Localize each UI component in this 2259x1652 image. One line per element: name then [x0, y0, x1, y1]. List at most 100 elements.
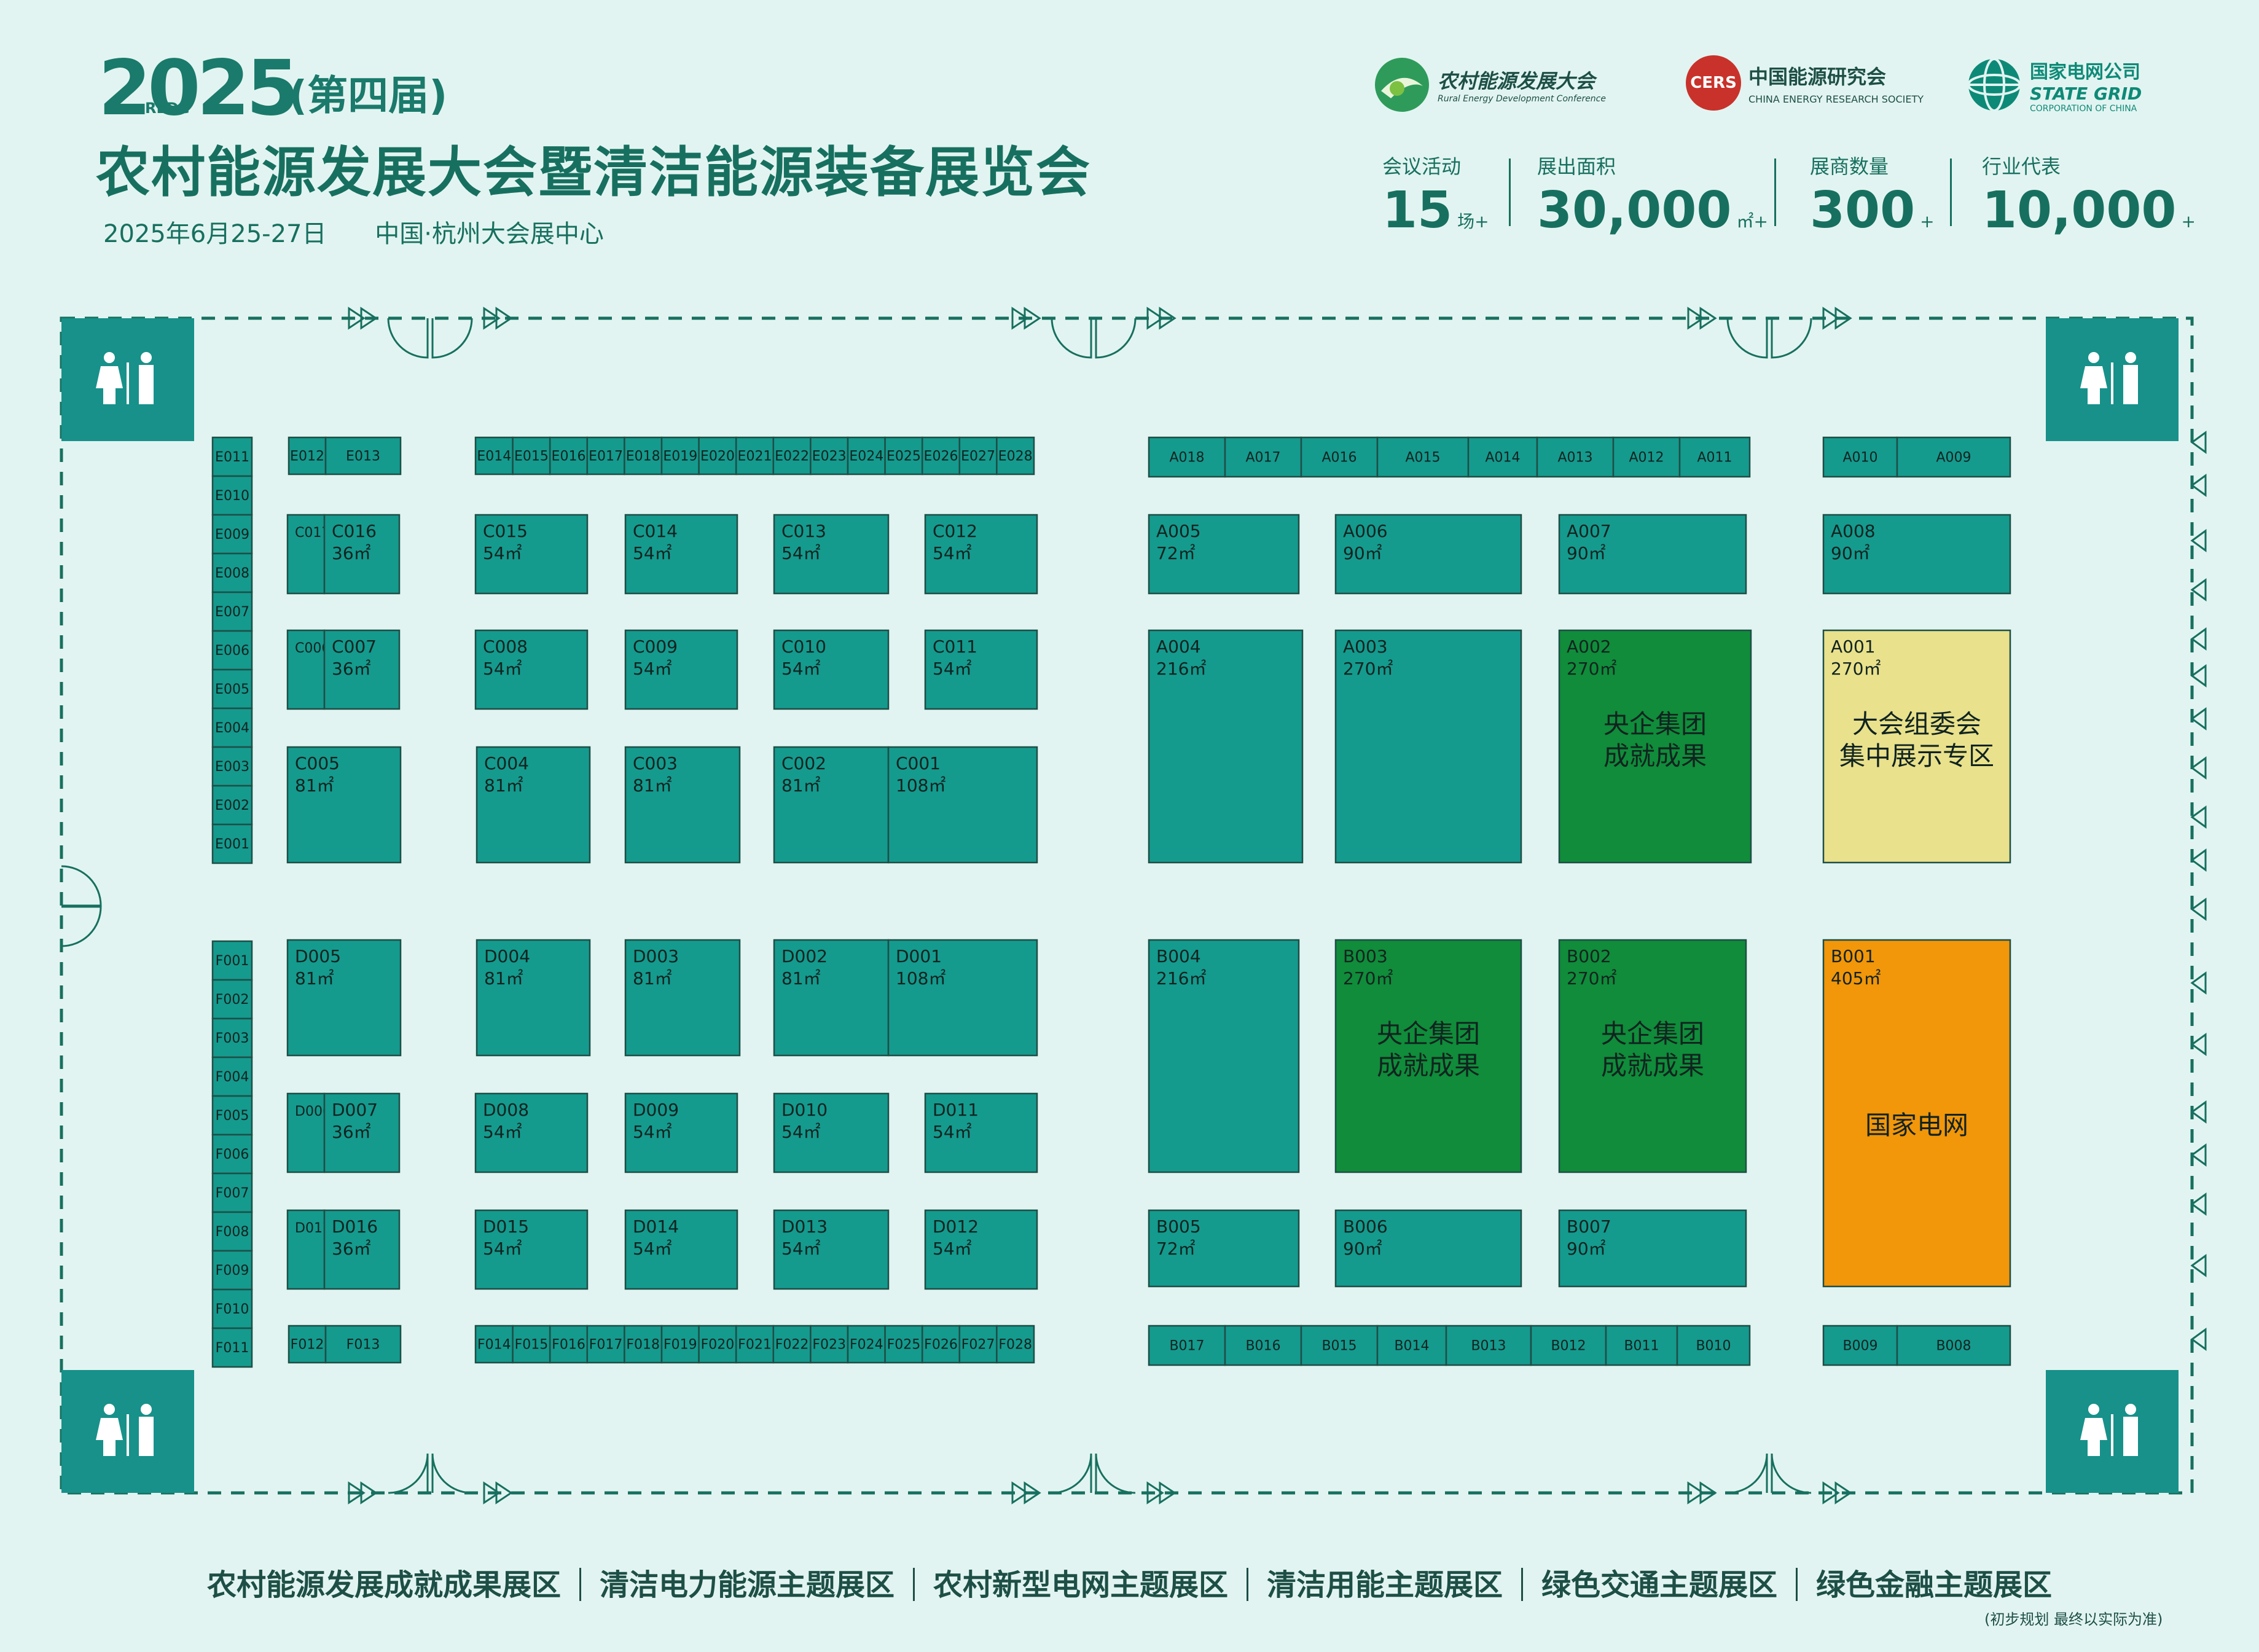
booth-a017[interactable]: A017 [1224, 436, 1302, 478]
booth-e012[interactable]: E012 [288, 436, 327, 476]
booth-e011[interactable]: E011 [211, 436, 253, 477]
booth-e020[interactable]: E020 [698, 436, 737, 476]
booth-b015[interactable]: B015 [1300, 1325, 1379, 1366]
booth-a015[interactable]: A015 [1376, 436, 1470, 478]
booth-a010[interactable]: A010 [1822, 436, 1898, 478]
booth-f023[interactable]: F023 [810, 1325, 849, 1364]
booth-f016[interactable]: F016 [549, 1325, 589, 1364]
booth-f021[interactable]: F021 [735, 1325, 775, 1364]
booth-b012[interactable]: B012 [1530, 1325, 1607, 1366]
booth-b009[interactable]: B009 [1822, 1325, 1898, 1366]
booth-f020[interactable]: F020 [698, 1325, 737, 1364]
booth-e026[interactable]: E026 [921, 436, 961, 476]
booth-b011[interactable]: B011 [1605, 1325, 1678, 1366]
booth-e007[interactable]: E007 [211, 591, 253, 632]
booth-e004[interactable]: E004 [211, 707, 253, 748]
booth-f012[interactable]: F012 [288, 1325, 327, 1364]
booth-e014[interactable]: E014 [474, 436, 514, 476]
booth-e017[interactable]: E017 [586, 436, 625, 476]
booth-e019[interactable]: E019 [660, 436, 700, 476]
booth-a018[interactable]: A018 [1148, 436, 1226, 478]
booth-b013[interactable]: B013 [1445, 1325, 1532, 1366]
booth-a016[interactable]: A016 [1300, 436, 1379, 478]
booth-b008[interactable]: B008 [1896, 1325, 2011, 1366]
booth-e022[interactable]: E022 [772, 436, 812, 476]
booth-f007[interactable]: F007 [211, 1172, 253, 1213]
booth-f008[interactable]: F008 [211, 1211, 253, 1252]
booth-a011[interactable]: A011 [1678, 436, 1751, 478]
booth-a012[interactable]: A012 [1612, 436, 1681, 478]
booth-e023[interactable]: E023 [810, 436, 849, 476]
booth-e006[interactable]: E006 [211, 630, 253, 671]
booth-f013[interactable]: F013 [324, 1325, 402, 1364]
booth-f009[interactable]: F009 [211, 1250, 253, 1291]
booth-e002[interactable]: E002 [211, 785, 253, 826]
booth-e025[interactable]: E025 [884, 436, 923, 476]
booth-e016[interactable]: E016 [549, 436, 589, 476]
booth-e005[interactable]: E005 [211, 668, 253, 710]
booth-f002[interactable]: F002 [211, 979, 253, 1020]
booth-f026[interactable]: F026 [921, 1325, 961, 1364]
booth-f004[interactable]: F004 [211, 1056, 253, 1097]
booth-f010[interactable]: F010 [211, 1288, 253, 1329]
booth-e010[interactable]: E010 [211, 475, 253, 516]
booth-e015[interactable]: E015 [512, 436, 551, 476]
booth-e021[interactable]: E021 [735, 436, 775, 476]
booth-f005[interactable]: F005 [211, 1095, 253, 1136]
booth-f003[interactable]: F003 [211, 1017, 253, 1059]
booth-f014[interactable]: F014 [474, 1325, 514, 1364]
booth-a014[interactable]: A014 [1467, 436, 1538, 478]
booth-e024[interactable]: E024 [847, 436, 886, 476]
booth-e001[interactable]: E001 [211, 823, 253, 864]
booth-e009[interactable]: E009 [211, 514, 253, 555]
booth-f017[interactable]: F017 [586, 1325, 625, 1364]
booth-f015[interactable]: F015 [512, 1325, 551, 1364]
booth-f011[interactable]: F011 [211, 1327, 253, 1368]
booth-f028[interactable]: F028 [996, 1325, 1035, 1364]
booth-e003[interactable]: E003 [211, 746, 253, 787]
booth-e008[interactable]: E008 [211, 552, 253, 593]
booth-b014[interactable]: B014 [1376, 1325, 1447, 1366]
